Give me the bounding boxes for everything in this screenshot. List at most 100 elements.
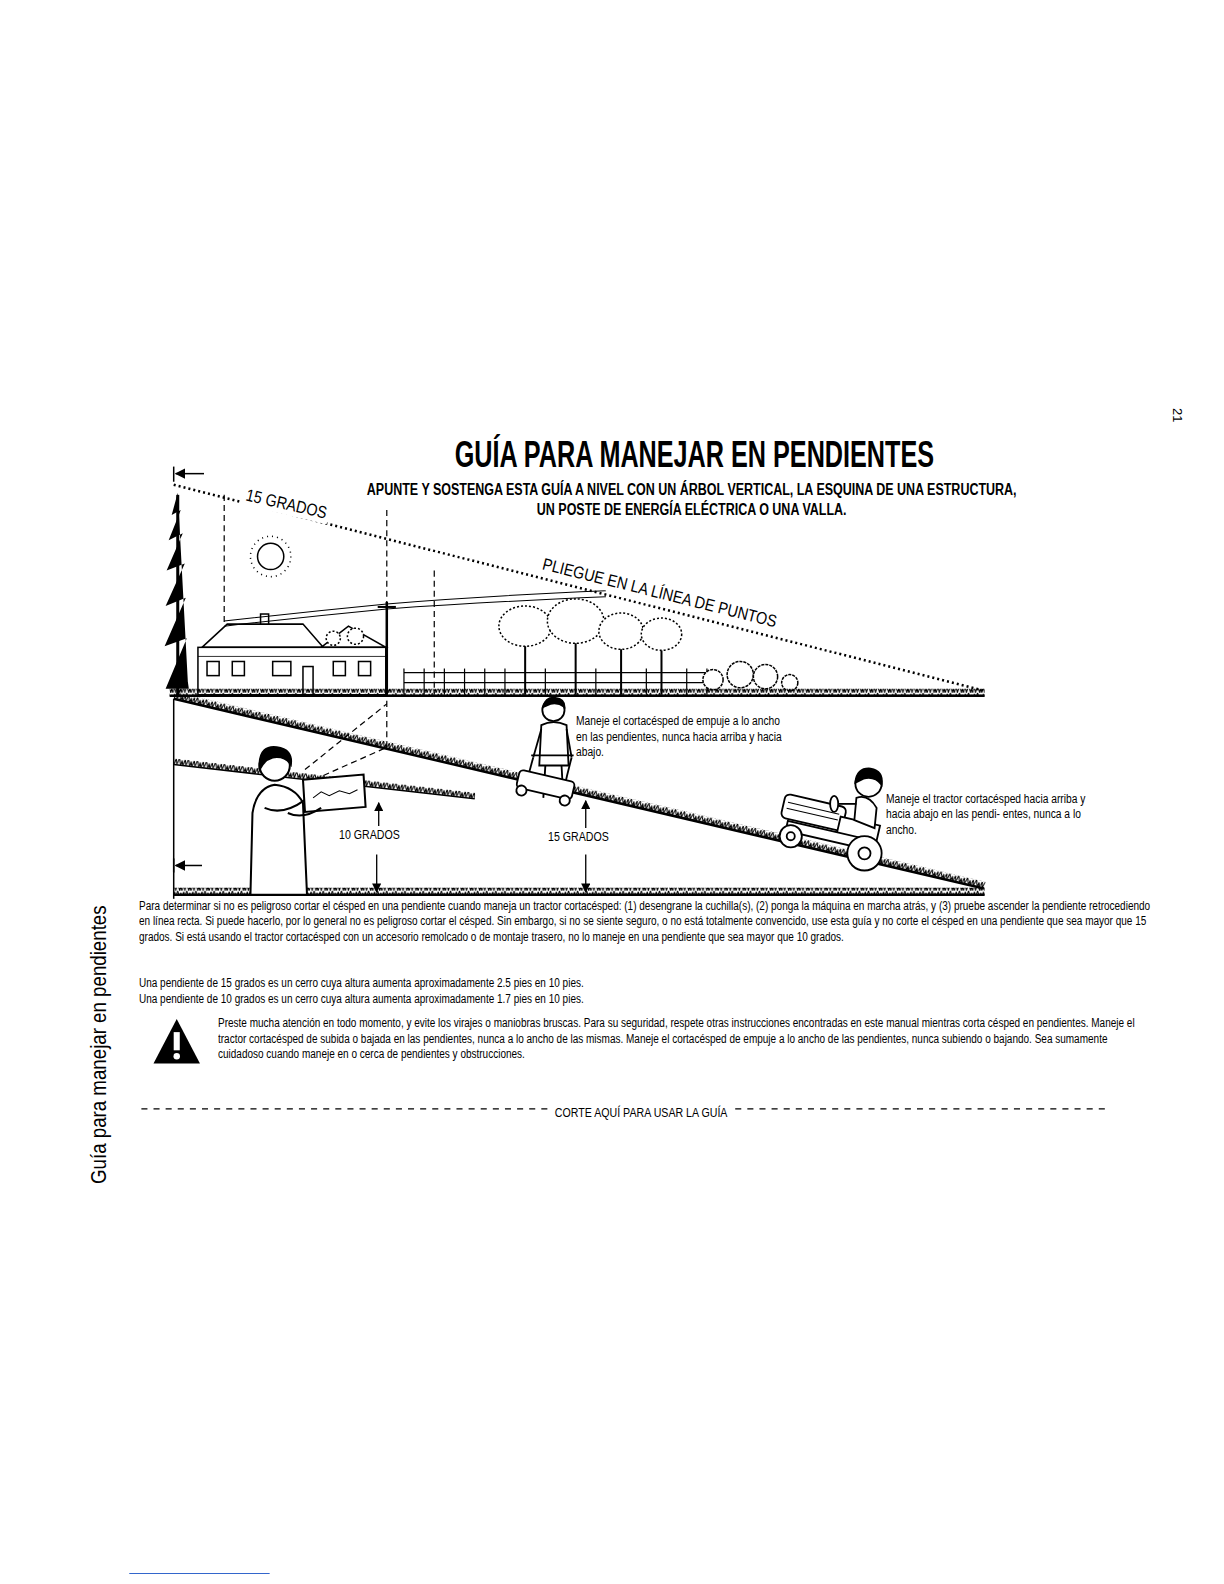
mower-callout: Maneje el cortacésped de empuje a lo anc… <box>576 714 790 761</box>
bushes-part <box>782 675 798 691</box>
degree-arrow-part <box>378 803 379 826</box>
house-part <box>198 647 386 694</box>
riding-tractor-part <box>787 832 795 840</box>
power-line-part <box>378 606 396 608</box>
push-mower-person-part-part <box>515 784 527 796</box>
page-number: 21 <box>1168 408 1184 422</box>
slope-note: Una pendiente de 15 grados es un cerro c… <box>139 976 584 992</box>
degree-arrow <box>377 801 586 892</box>
trees-part <box>575 641 577 695</box>
fold-label: PLIEGUE EN LA LÍNEA DE PUNTOS <box>538 553 782 633</box>
person-with-guide-part <box>288 808 321 816</box>
sun <box>250 536 290 576</box>
instruction-paragraph: Para determinar si no es peligroso corta… <box>139 899 1159 946</box>
fence-part <box>404 672 707 673</box>
bushes-part <box>753 665 777 689</box>
push-mower-person <box>514 698 575 807</box>
tree <box>165 493 189 697</box>
fence-part <box>404 682 707 683</box>
house-part <box>198 656 386 657</box>
warning-symbol-part <box>174 1032 180 1050</box>
cut-label: CORTE AQUÍ PARA USAR LA GUÍA <box>525 1106 757 1122</box>
angle-label: 15 GRADOS <box>242 484 332 524</box>
push-mower-person-part <box>566 757 572 781</box>
slope <box>174 692 986 895</box>
trees-part <box>499 606 552 646</box>
person-with-guide-part <box>265 800 305 811</box>
push-mower-person-part-part <box>559 794 571 806</box>
angle-label: 10 GRADOS <box>339 828 400 844</box>
frame-arrow-part <box>173 467 175 482</box>
bushes-part <box>703 670 723 690</box>
frame-line <box>173 699 175 899</box>
trees-part <box>524 641 526 695</box>
tree-part <box>165 493 189 689</box>
warning-text: Preste mucha atención en todo momento, y… <box>218 1016 1152 1063</box>
riding-tractor-part <box>830 796 838 812</box>
sight-line-part <box>305 704 387 770</box>
trees-part <box>620 646 622 694</box>
power-line <box>224 591 606 695</box>
push-mower-person-part <box>514 770 575 807</box>
push-mower-person-part <box>543 698 564 707</box>
side-tab: Guía para manejar en pendientes <box>85 905 113 1184</box>
riding-tractor-part <box>836 803 856 805</box>
riding-tractor <box>778 768 883 870</box>
bushes <box>703 661 798 690</box>
house-part <box>321 626 386 647</box>
degree-arrow-part <box>585 854 586 891</box>
power-line-part <box>386 602 389 695</box>
riding-tractor-part <box>858 847 870 859</box>
house-part <box>359 661 371 675</box>
ground <box>170 689 985 696</box>
riding-tractor-part-part <box>787 808 838 820</box>
ground-part <box>170 695 985 698</box>
trees-part <box>547 599 604 643</box>
warning-symbol-part <box>174 1053 180 1059</box>
ground-part <box>170 689 985 696</box>
person-with-guide-part <box>250 785 307 895</box>
riding-tractor-part <box>855 768 882 784</box>
house-part <box>347 628 363 644</box>
frame-arrow-part <box>176 865 202 867</box>
trees-part <box>599 613 643 649</box>
house-part <box>207 661 219 675</box>
degree-arrow-part <box>585 801 586 828</box>
warning-symbol-part <box>154 1019 200 1063</box>
sight-line-part <box>386 701 387 747</box>
house-part <box>333 661 345 675</box>
link-rule <box>129 1573 269 1574</box>
riding-tractor-part <box>780 825 802 847</box>
push-mower-person-part <box>567 729 572 757</box>
bushes-part <box>727 661 753 687</box>
person-with-guide <box>250 747 365 895</box>
warning-symbol <box>154 1019 200 1063</box>
sight-line <box>305 701 387 784</box>
tractor-callout: Maneje el tractor cortacésped hacia arri… <box>886 792 1090 839</box>
instruction-heading: APUNTE Y SOSTENGA ESTA GUÍA A NIVEL CON … <box>366 480 1017 520</box>
frame-arrow-part <box>176 473 204 475</box>
trees <box>499 599 682 695</box>
trees-part <box>660 646 662 694</box>
riding-tractor-part <box>854 797 876 828</box>
trees-part <box>641 618 681 650</box>
push-mower-person-part <box>539 722 568 765</box>
sun-part <box>250 536 290 576</box>
house-part <box>232 661 244 675</box>
house-part <box>326 631 340 645</box>
house-part <box>202 624 323 647</box>
page-title: GUÍA PARA MANEJAR EN PENDIENTES <box>399 432 990 477</box>
house-part <box>273 661 291 675</box>
person-with-guide-part <box>260 747 292 769</box>
riding-tractor-part <box>847 836 881 870</box>
person-with-guide-part <box>303 775 366 812</box>
angle-label: 15 GRADOS <box>548 830 609 846</box>
push-mower-person-part <box>531 754 573 756</box>
person-with-guide-part <box>313 790 357 798</box>
cut-label-patch: CORTE AQUÍ PARA USAR LA GUÍA <box>552 1106 731 1120</box>
reference-line-part <box>224 495 225 626</box>
reference-line-part <box>386 510 387 604</box>
slope-note: Una pendiente de 10 grados es un cerro c… <box>139 992 584 1008</box>
reference-line-part <box>434 571 435 695</box>
